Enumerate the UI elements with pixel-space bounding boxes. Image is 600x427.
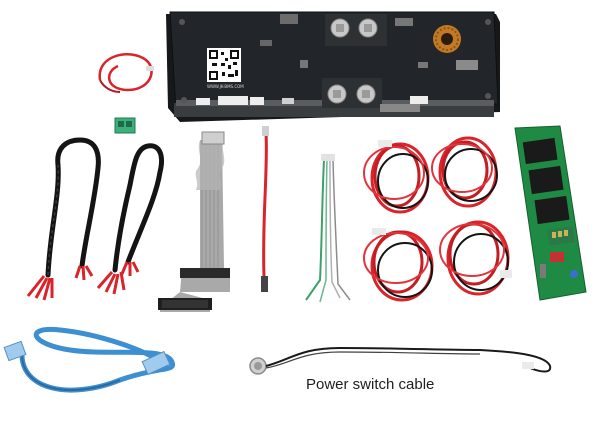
qr-code-icon — [207, 48, 241, 82]
terminal-bolts-bottom — [322, 78, 382, 108]
ribbon-cable — [158, 131, 230, 312]
coiled-cable-2 — [431, 136, 498, 208]
rj45-port-3 — [534, 195, 570, 225]
coiled-cable-3 — [363, 228, 434, 302]
coiled-cable-1 — [363, 140, 430, 214]
green-adapter-board — [514, 125, 587, 301]
dip-switch — [550, 252, 564, 262]
power-switch-cable — [249, 346, 552, 375]
bms-main-board: WWW.JK-BMS.COM — [166, 11, 500, 122]
power-switch-cable-caption: Power switch cable — [306, 376, 435, 393]
black-balance-cable-left — [26, 137, 101, 301]
black-balance-cable-right — [96, 143, 164, 295]
blue-network-cable — [3, 326, 176, 393]
single-red-wire — [261, 126, 269, 292]
green-terminal-block — [114, 117, 136, 134]
inductor-coil — [433, 25, 461, 53]
coiled-cable-4 — [439, 220, 512, 296]
terminal-bolts-top — [325, 14, 387, 46]
green-sensor-wires — [305, 154, 351, 303]
rj45-port-1 — [522, 137, 558, 165]
rj45-port-2 — [528, 165, 564, 195]
rj45-plug-right — [141, 350, 171, 376]
ntc-sensor-wire — [98, 53, 154, 93]
rj45-plug-left — [3, 340, 27, 362]
board-website-text: WWW.JK-BMS.COM — [207, 84, 244, 89]
